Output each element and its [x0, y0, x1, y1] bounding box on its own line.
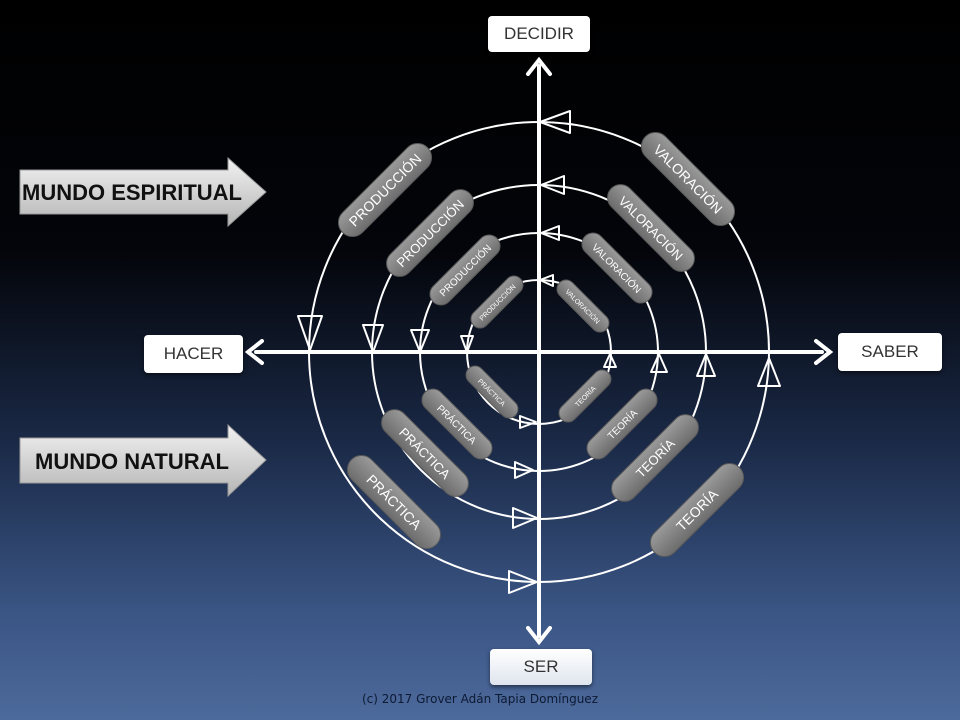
- arrow-up-icon: [526, 56, 552, 76]
- mundo-espiritual-arrow: MUNDO ESPIRITUAL: [19, 156, 267, 228]
- hacer-label: HACER: [144, 335, 243, 373]
- produccion-label-2: PRODUCCIÓN: [394, 197, 467, 270]
- arrow-right-icon: [814, 339, 834, 365]
- valoracion-ring-4: VALORACIÓN: [556, 279, 610, 333]
- valoracion-label-2: VALORACIÓN: [616, 193, 686, 263]
- triangle-up-right-1: [757, 357, 781, 387]
- triangle-up-right-4: [603, 353, 617, 368]
- triangle-down-left-3: [410, 329, 430, 353]
- teoria-ring-2: TEORÍA: [611, 414, 699, 502]
- triangle-right-bottom-3: [514, 461, 534, 479]
- copyright-text: (c) 2017 Grover Adán Tapia Domínguez: [362, 692, 598, 706]
- mundo-espiritual-label: MUNDO ESPIRITUAL: [22, 180, 242, 205]
- arrow-left-icon: [244, 339, 264, 365]
- mundo-natural-label: MUNDO NATURAL: [35, 449, 229, 474]
- direction-triangles: [297, 110, 781, 594]
- produccion-label-3: PRODUCCIÓN: [437, 242, 495, 300]
- arrow-down-icon: [526, 626, 552, 646]
- triangle-right-bottom-1: [508, 570, 538, 594]
- triangle-down-left-2: [362, 324, 384, 353]
- triangle-down-left-4: [460, 335, 474, 353]
- ser-label: SER: [490, 649, 592, 685]
- mundo-natural-arrow: MUNDO NATURAL: [19, 423, 267, 498]
- triangle-right-bottom-2: [512, 507, 538, 529]
- valoracion-label-1: VALORACIÓN: [650, 141, 725, 216]
- produccion-label-1: PRODUCCIÓN: [346, 151, 425, 230]
- saber-label: SABER: [838, 333, 942, 371]
- practica-ring-4: PRÁCTICA: [465, 365, 519, 419]
- triangle-up-right-3: [650, 353, 668, 373]
- triangle-right-bottom-4: [519, 415, 537, 429]
- triangle-left-top-3: [540, 225, 560, 241]
- triangle-up-right-2: [696, 353, 716, 377]
- triangle-down-left-1: [297, 315, 323, 351]
- decidir-label: DECIDIR: [488, 16, 590, 52]
- produccion-ring-4: PRODUCCIÓN: [470, 275, 524, 329]
- axes: [244, 56, 834, 646]
- triangle-left-top-4: [539, 274, 554, 287]
- valoracion-label-3: VALORACIÓN: [589, 241, 644, 296]
- teoria-ring-4: TEORÍA: [558, 369, 612, 423]
- triangle-left-top-1: [539, 110, 571, 134]
- triangle-left-top-2: [540, 175, 565, 195]
- teoria-ring-1: TEORÍA: [649, 462, 745, 558]
- practica-label-1: PRÁCTICA: [363, 471, 425, 533]
